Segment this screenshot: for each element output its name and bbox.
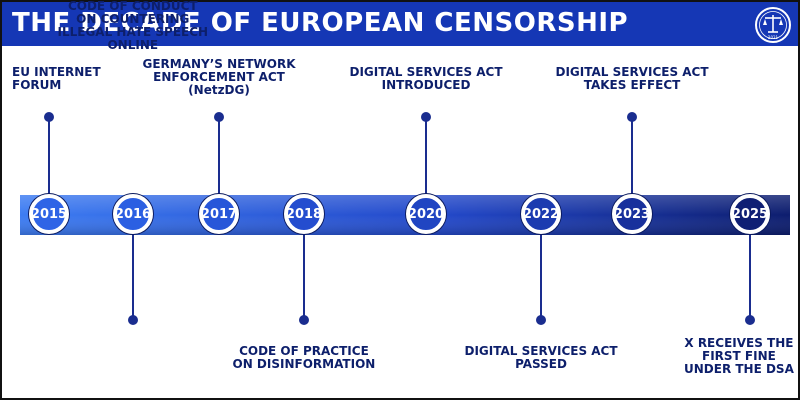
event-label-line: FIRST FINE <box>702 349 776 363</box>
connector-dot <box>745 315 755 325</box>
event-label-line: DIGITAL SERVICES ACT <box>349 65 503 79</box>
connector-line <box>425 117 427 214</box>
connector-dot <box>44 112 54 122</box>
year-marker: 2017 <box>199 194 239 234</box>
connector-dot <box>128 315 138 325</box>
connector-dot <box>536 315 546 325</box>
logo-text: 2021 <box>768 35 779 40</box>
connector-line <box>749 214 751 320</box>
connector-dot <box>627 112 637 122</box>
event-label-line: TAKES EFFECT <box>583 78 681 92</box>
event-label-line: X RECEIVES THE <box>684 336 794 350</box>
year-marker: 2016 <box>113 194 153 234</box>
event-label-line: CODE OF CONDUCT <box>67 0 198 13</box>
header-bar: THE DECADE OF EUROPEAN CENSORSHIP 2021 <box>2 2 798 46</box>
year-marker: 2025 <box>730 194 770 234</box>
event-label-line: FORUM <box>12 78 62 92</box>
event-label-line: (NetzDG) <box>188 83 250 97</box>
event-label-line: ILLEGAL HATE SPEECH <box>57 25 209 39</box>
connector-dot <box>214 112 224 122</box>
event-label-line: ON DISINFORMATION <box>232 357 376 371</box>
year-marker: 2023 <box>612 194 652 234</box>
year-marker: 2018 <box>284 194 324 234</box>
connector-line <box>48 117 50 214</box>
event-label-line: ONLINE <box>107 38 159 52</box>
event-label-line: GERMANY’S NETWORK <box>142 57 296 71</box>
connector-line <box>631 117 633 214</box>
event-label-line: DIGITAL SERVICES ACT <box>555 65 709 79</box>
event-label-line: UNDER THE DSA <box>684 362 794 376</box>
event-label-line: DIGITAL SERVICES ACT <box>464 344 618 358</box>
connector-line <box>132 214 134 320</box>
page-title: THE DECADE OF EUROPEAN CENSORSHIP <box>12 8 629 38</box>
connector-line <box>218 117 220 214</box>
scales-of-justice-icon: 2021 <box>755 7 791 43</box>
event-label-line: PASSED <box>515 357 567 371</box>
event-label-line: EU INTERNET <box>12 65 101 79</box>
event-label-line: CODE OF PRACTICE <box>239 344 369 358</box>
connector-dot <box>421 112 431 122</box>
year-marker: 2020 <box>406 194 446 234</box>
event-label-line: ON COUNTERING <box>76 12 190 26</box>
connector-line <box>540 214 542 320</box>
event-label-line: ENFORCEMENT ACT <box>153 70 285 84</box>
event-label-line: INTRODUCED <box>381 78 471 92</box>
year-marker: 2015 <box>29 194 69 234</box>
connector-line <box>303 214 305 320</box>
year-marker: 2022 <box>521 194 561 234</box>
connector-dot <box>299 315 309 325</box>
